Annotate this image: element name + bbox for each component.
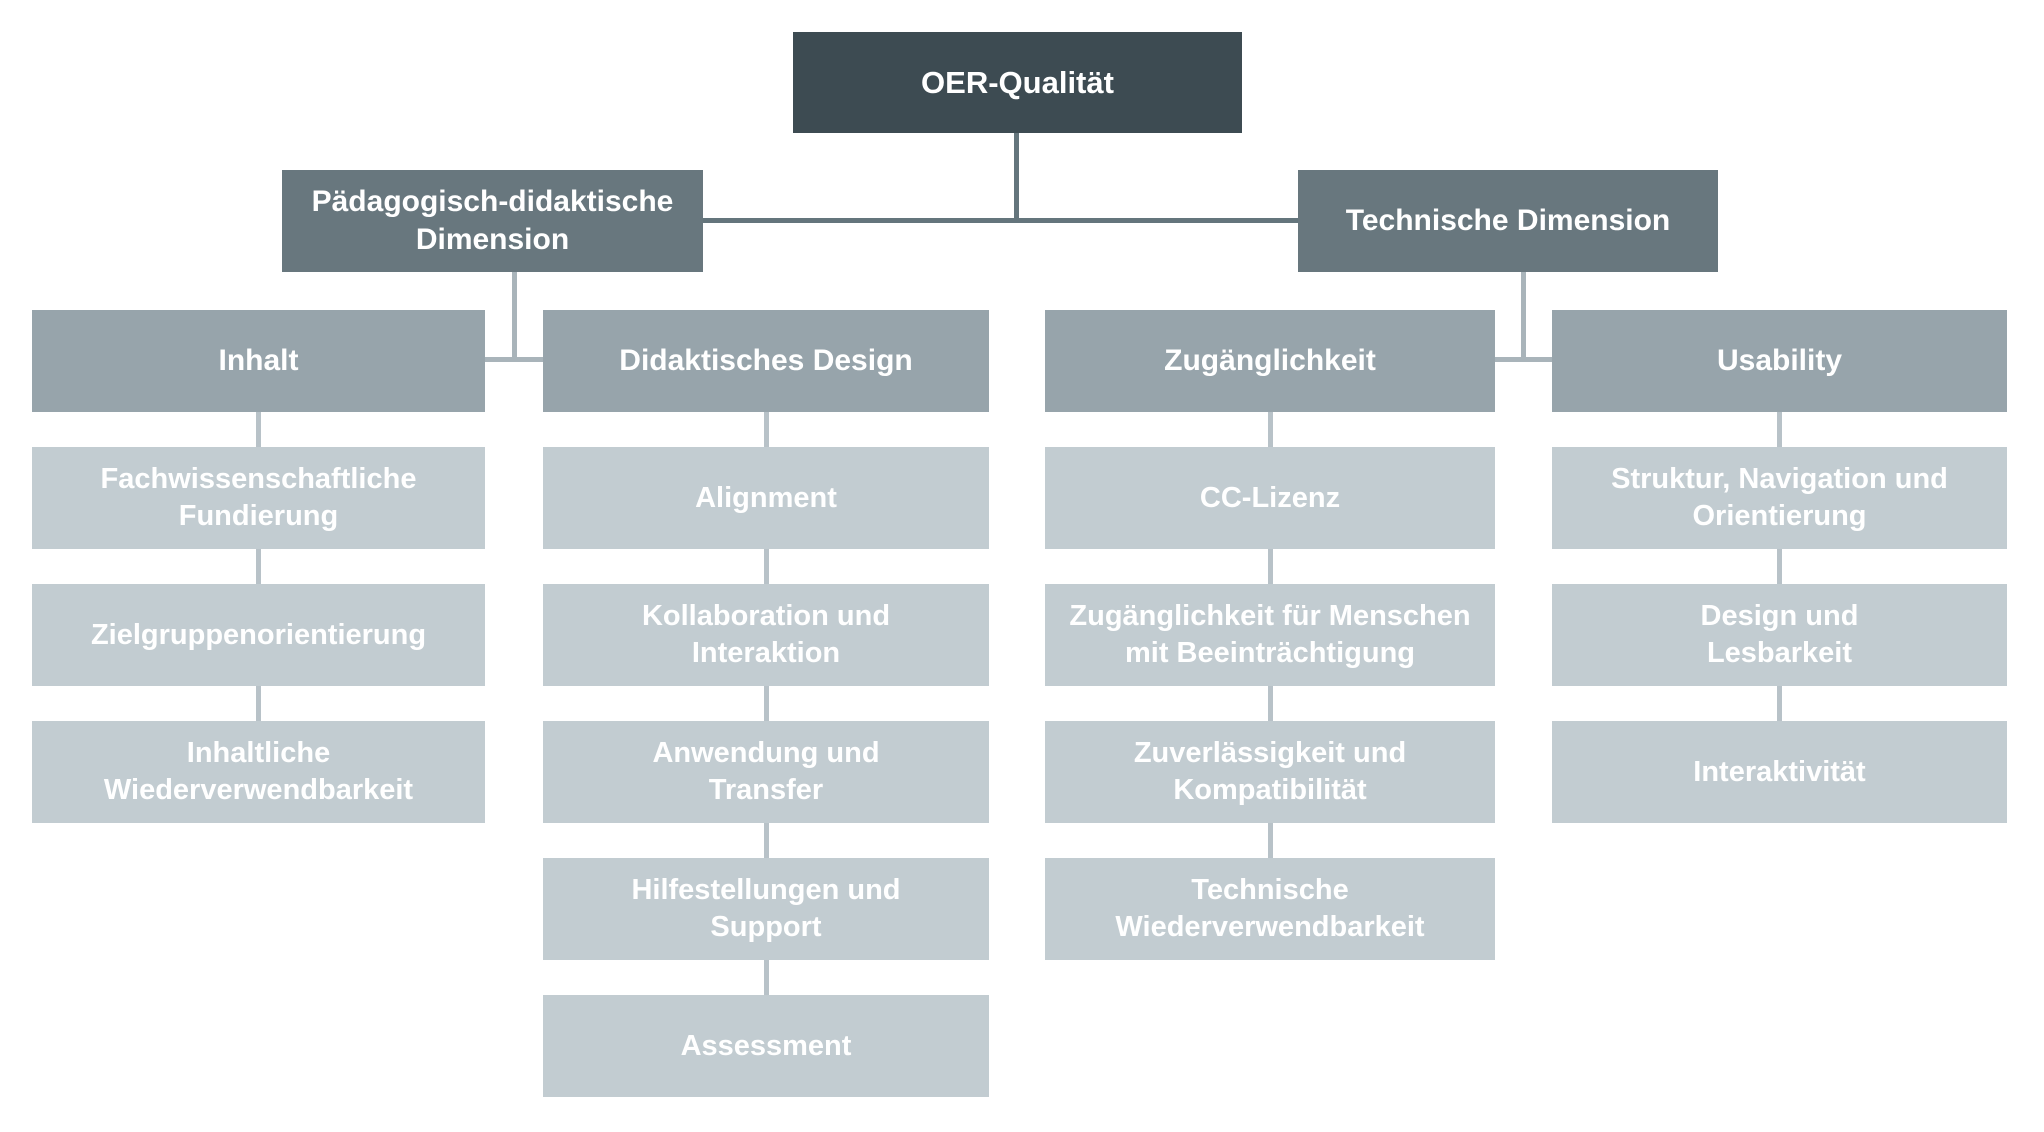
connector-paedagogisch-drop [512,272,517,362]
connector-col2-4 [764,823,769,858]
connector-col1-3 [256,686,261,721]
item-node-hilfestellungen-und-support: Hilfestellungen und Support [543,858,989,960]
category-node-inhalt: Inhalt [32,310,485,412]
item-node-zielgruppenorientierung: Zielgruppenorientierung [32,584,485,686]
connector-col3-4 [1268,823,1273,858]
item-node-technische-wiederverwendbarkeit: Technische Wiederverwendbarkeit [1045,858,1495,960]
root-node-oer-qualitaet: OER-Qualität [793,32,1242,133]
item-node-cc-lizenz: CC-Lizenz [1045,447,1495,549]
dimension-node-technisch: Technische Dimension [1298,170,1718,272]
connector-col3-3 [1268,686,1273,721]
connector-col3-1 [1268,412,1273,447]
connector-col1-2 [256,549,261,584]
connector-col4-1 [1777,412,1782,447]
item-node-design-und-lesbarkeit: Design und Lesbarkeit [1552,584,2007,686]
category-node-usability: Usability [1552,310,2007,412]
item-node-anwendung-und-transfer: Anwendung und Transfer [543,721,989,823]
dimension-node-paedagogisch-didaktisch: Pädagogisch-didaktische Dimension [282,170,703,272]
item-node-struktur-navigation-orientierung: Struktur, Navigation und Orientierung [1552,447,2007,549]
connector-col2-3 [764,686,769,721]
item-node-zugaenglichkeit-fuer-menschen: Zugänglichkeit für Menschen mit Beeinträ… [1045,584,1495,686]
item-node-alignment: Alignment [543,447,989,549]
connector-root-trunk [1014,133,1019,222]
connector-col2-2 [764,549,769,584]
item-node-assessment: Assessment [543,995,989,1097]
category-node-didaktisches-design: Didaktisches Design [543,310,989,412]
item-node-inhaltliche-wiederverwendbarkeit: Inhaltliche Wiederverwendbarkeit [32,721,485,823]
connector-technisch-tick [1495,357,1552,362]
connector-paedagogisch-tick [485,357,543,362]
item-node-fachwissenschaftliche-fundierung: Fachwissenschaftliche Fundierung [32,447,485,549]
item-node-interaktivitaet: Interaktivität [1552,721,2007,823]
connector-col2-5 [764,960,769,995]
connector-col3-2 [1268,549,1273,584]
connector-col1-1 [256,412,261,447]
category-node-zugaenglichkeit: Zugänglichkeit [1045,310,1495,412]
connector-technisch-drop [1521,272,1526,362]
connector-dimensions-horizontal [703,218,1298,223]
connector-col4-2 [1777,549,1782,584]
item-node-kollaboration-und-interaktion: Kollaboration und Interaktion [543,584,989,686]
item-node-zuverlaessigkeit-und-kompatibilitaet: Zuverlässigkeit und Kompatibilität [1045,721,1495,823]
connector-col4-3 [1777,686,1782,721]
connector-col2-1 [764,412,769,447]
